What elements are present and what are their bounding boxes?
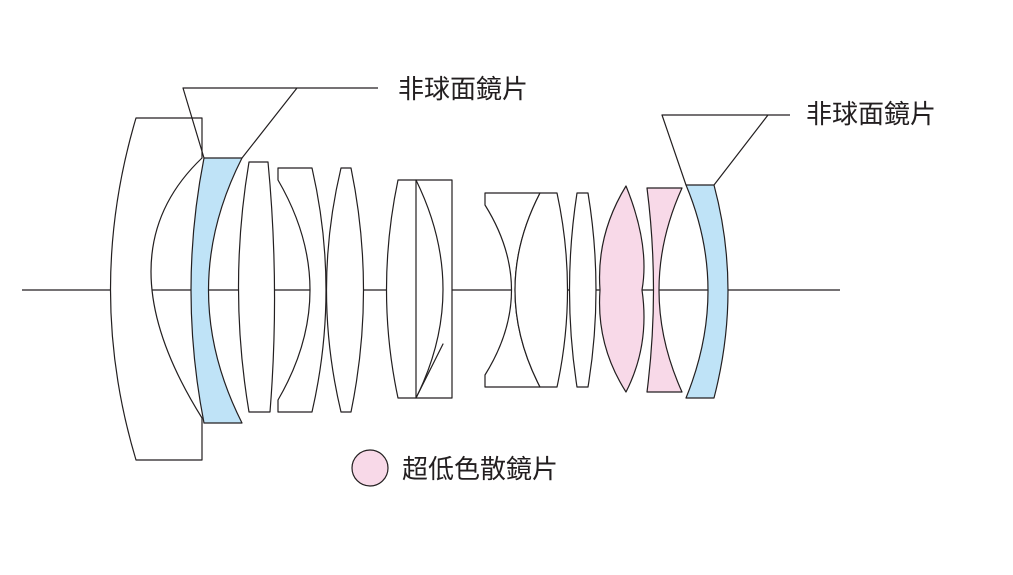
- lens-element-9: [514, 192, 569, 388]
- callout-leader-right: [661, 114, 790, 186]
- legend-label-low-dispersion: 超低色散鏡片: [402, 455, 558, 485]
- lens-element-7: [415, 179, 453, 399]
- legend-swatch-low-dispersion: [351, 449, 389, 487]
- callout-leader-left: [182, 87, 378, 159]
- lens-element-5: [325, 167, 365, 413]
- callout-label-aspherical-right: 非球面鏡片: [806, 100, 936, 130]
- lens-element-1: [109, 117, 203, 461]
- lens-element-11: [598, 185, 645, 393]
- lens-element-3: [237, 161, 276, 413]
- callout-label-aspherical-left: 非球面鏡片: [398, 75, 528, 105]
- lens-element-10: [568, 192, 597, 388]
- lens-element-2: [190, 157, 243, 424]
- lens-element-4: [277, 167, 327, 413]
- lens-element-12: [646, 187, 683, 393]
- lens-element-13: [685, 184, 729, 399]
